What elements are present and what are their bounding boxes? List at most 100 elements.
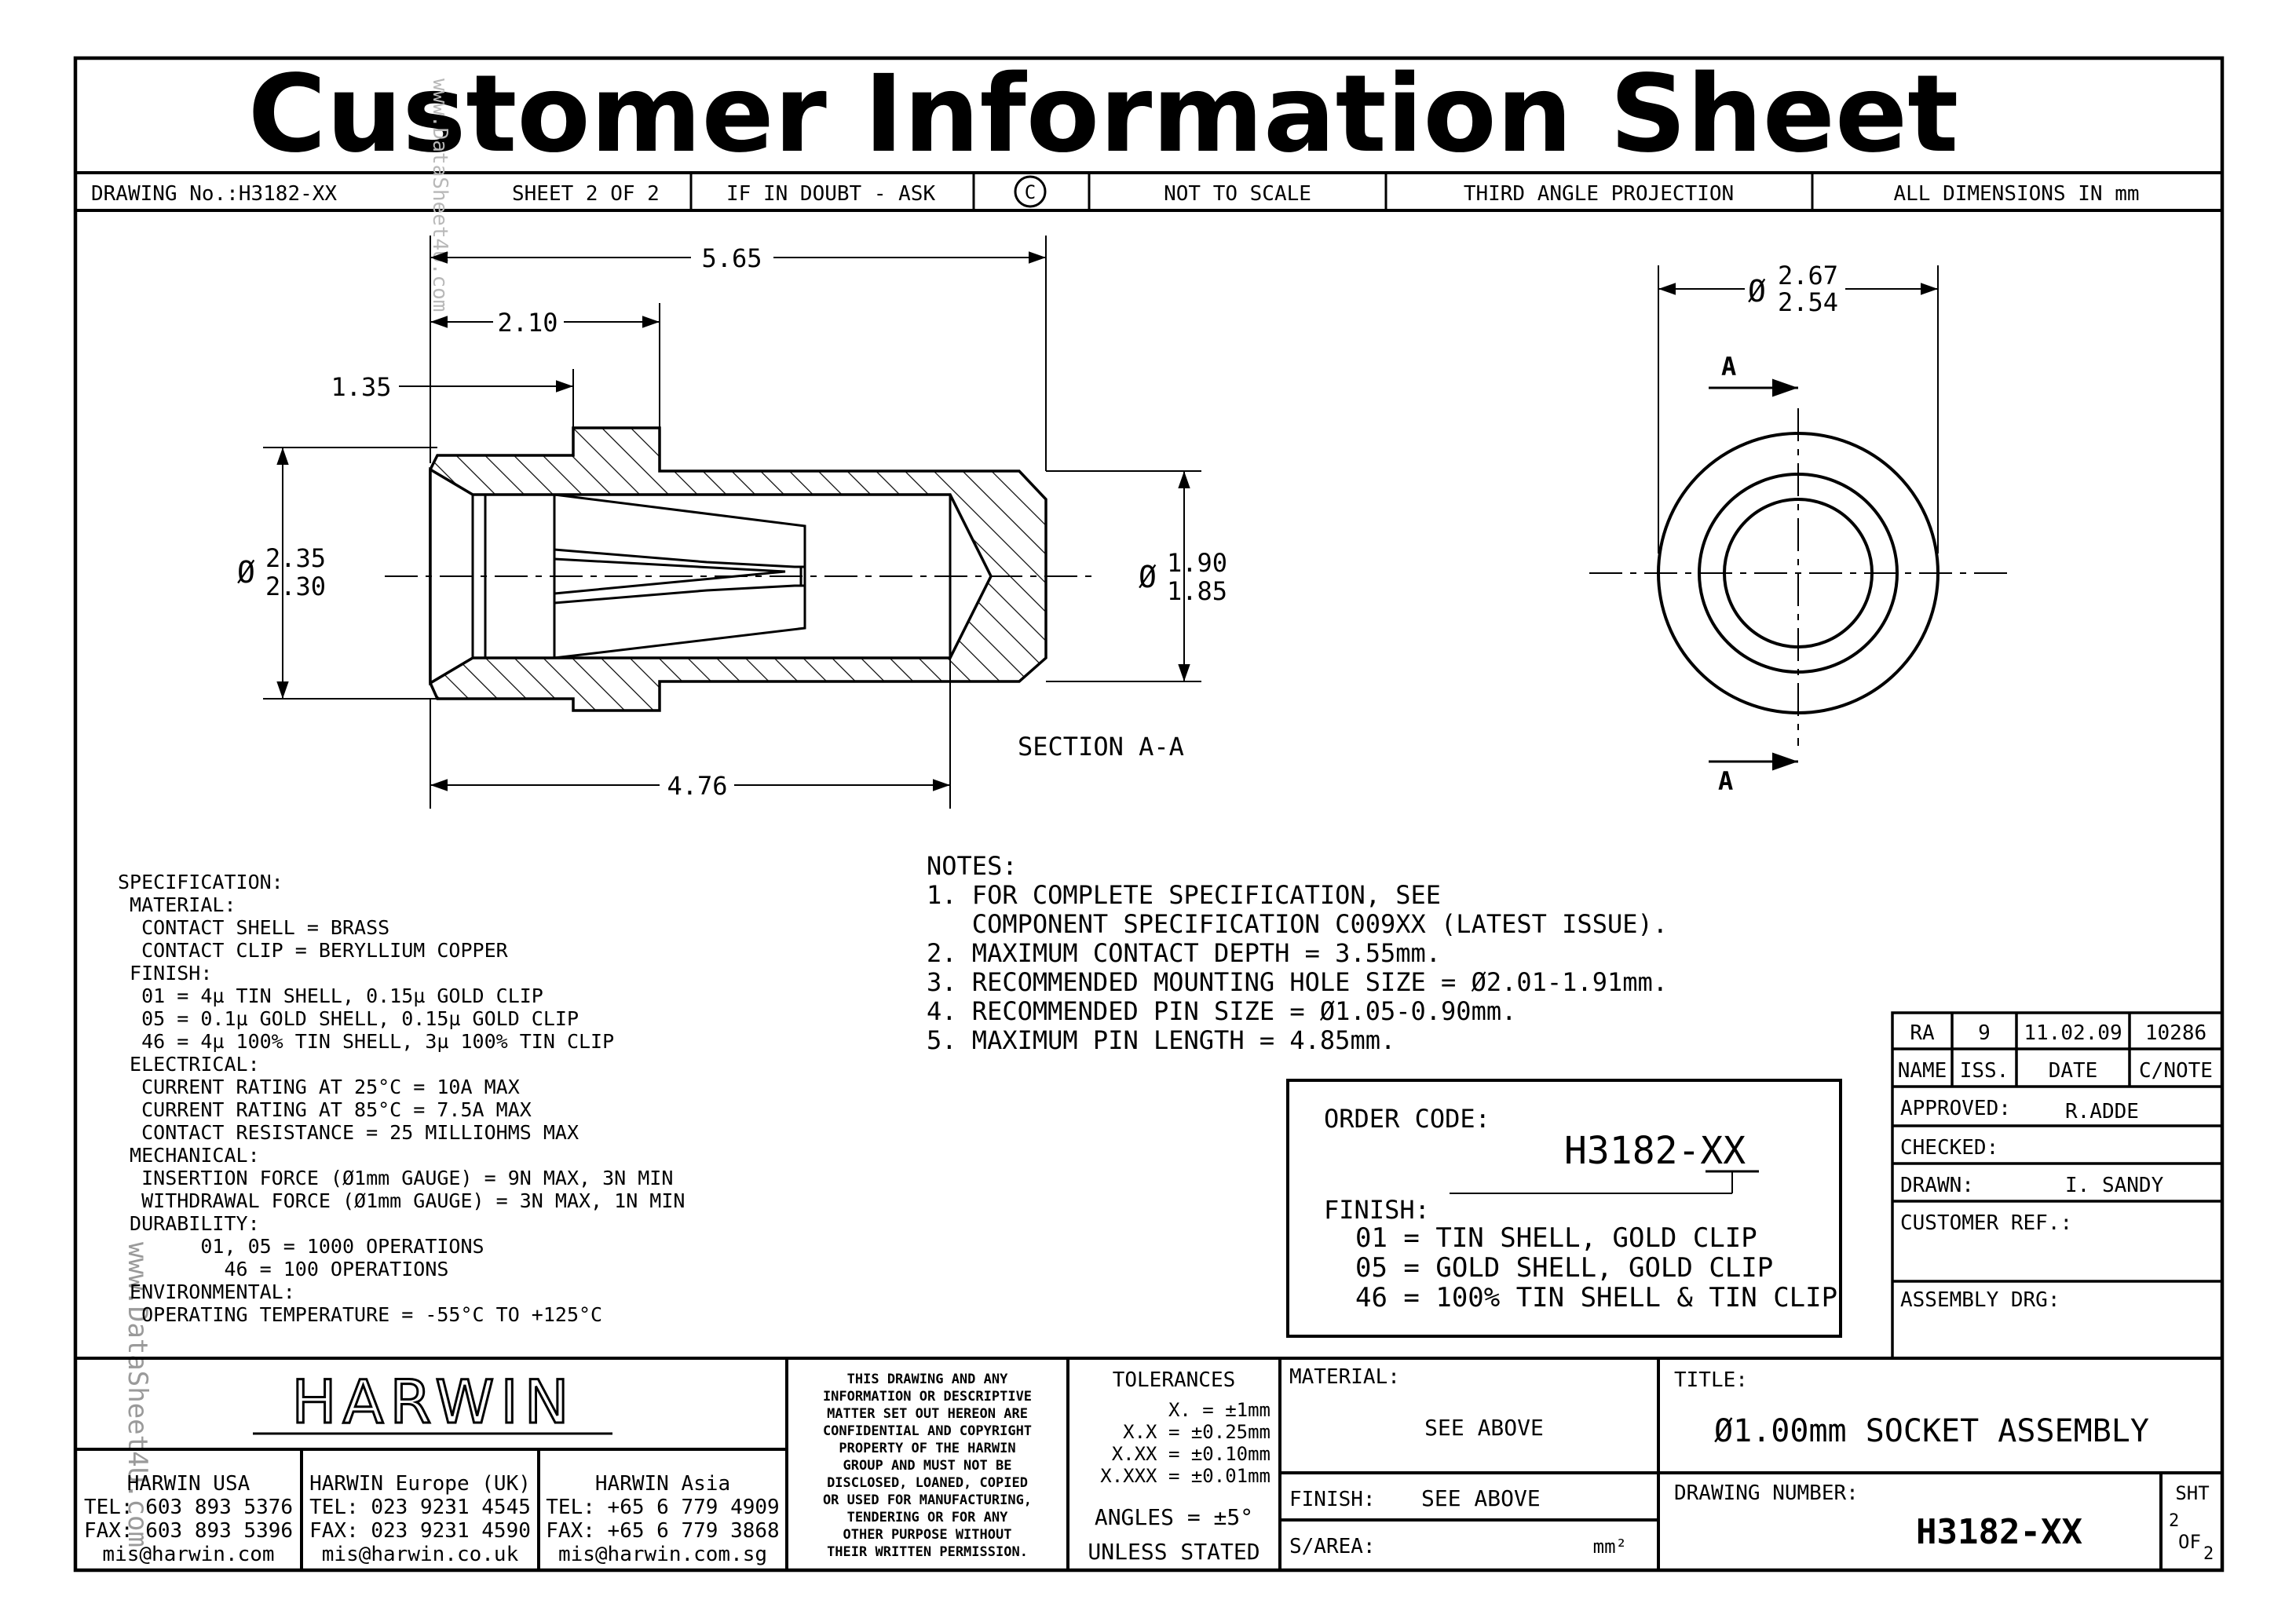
drawing-number-value: H3182-XX <box>1916 1512 2082 1552</box>
spec-line: 01 = 4µ TIN SHELL, 0.15µ GOLD CLIP <box>118 985 543 1007</box>
spec-line: DURABILITY: <box>118 1212 260 1235</box>
spec-line: MATERIAL: <box>118 893 236 916</box>
watermark-top: www.DataSheet4U.com <box>428 79 452 312</box>
office-fax: FAX: 603 893 5396 <box>84 1519 293 1543</box>
office-fax: FAX: 023 9231 4590 <box>309 1519 531 1543</box>
section-label: SECTION A-A <box>1018 732 1184 762</box>
confidential-line: PROPERTY OF THE HARWIN <box>839 1441 1015 1456</box>
note-line: NOTES: <box>927 851 1018 881</box>
dim-dia-right-top: 1.90 <box>1167 548 1227 578</box>
finish-value: SEE ABOVE <box>1421 1485 1541 1511</box>
dimension-dia-left <box>263 447 437 700</box>
drawn-value: I. SANDY <box>2065 1174 2164 1197</box>
note-line: 3. RECOMMENDED MOUNTING HOLE SIZE = Ø2.0… <box>927 967 1668 997</box>
rev-hdr-iss: ISS. <box>1960 1059 2009 1083</box>
dim-overall-label: 5.65 <box>701 243 762 273</box>
office-email: mis@harwin.com.sg <box>558 1543 767 1566</box>
note-line: 4. RECOMMENDED PIN SIZE = Ø1.05-0.90mm. <box>927 996 1516 1026</box>
tolerance-line: X.XX = ±0.10mm <box>1112 1443 1270 1465</box>
dim-1-35-label: 1.35 <box>331 372 391 402</box>
dimension-2-10 <box>430 303 660 428</box>
rev-hdr-date: DATE <box>2049 1059 2098 1083</box>
rev-date: 11.02.09 <box>2024 1021 2122 1045</box>
tolerance-line: X.XXX = ±0.01mm <box>1100 1465 1270 1487</box>
confidential-line: CONFIDENTIAL AND COPYRIGHT <box>823 1423 1032 1439</box>
confidential-line: INFORMATION OR DESCRIPTIVE <box>823 1389 1032 1405</box>
dim-dia-left-top: 2.35 <box>265 543 326 573</box>
not-to-scale-note: NOT TO SCALE <box>1164 182 1311 206</box>
approved-value: R.ADDE <box>2065 1100 2139 1123</box>
office-tel: TEL: 023 9231 4545 <box>309 1496 531 1519</box>
note-line: COMPONENT SPECIFICATION C009XX (LATEST I… <box>927 909 1668 939</box>
rev-hdr-cnote: C/NOTE <box>2139 1059 2213 1083</box>
sheet-number: SHEET 2 OF 2 <box>512 182 660 206</box>
office-name: HARWIN USA <box>127 1472 250 1496</box>
order-code-box: ORDER CODE: H3182-XX FINISH: 01 = TIN SH… <box>1286 1079 1842 1338</box>
order-code-label: ORDER CODE: <box>1324 1104 1490 1134</box>
dim-dia-end-symbol: Ø <box>1748 274 1766 309</box>
office-name: HARWIN Europe (UK) <box>309 1472 531 1496</box>
note-line: 5. MAXIMUM PIN LENGTH = 4.85mm. <box>927 1025 1395 1055</box>
confidential-line: MATTER SET OUT HEREON ARE <box>827 1406 1028 1422</box>
spec-line: CONTACT SHELL = BRASS <box>118 916 389 939</box>
spec-line: CONTACT RESISTANCE = 25 MILLIOHMS MAX <box>118 1121 579 1144</box>
rev-name: RA <box>1910 1021 1935 1045</box>
dimension-dia-end <box>1658 265 1939 553</box>
confidential-line: THIS DRAWING AND ANY <box>847 1372 1008 1387</box>
rev-cnote: 10286 <box>2145 1021 2206 1045</box>
section-marker-bottom: A <box>1718 766 1733 796</box>
dimension-4-76 <box>430 658 951 809</box>
sarea-unit: mm² <box>1593 1536 1627 1558</box>
confidential-line: OR USED FOR MANUFACTURING, <box>823 1492 1032 1508</box>
watermark-side: www.DataSheet4U.com <box>122 1242 153 1547</box>
assembly-drg-label: ASSEMBLY DRG: <box>1900 1288 2060 1312</box>
copyright-icon <box>1014 175 1047 208</box>
drawing-number-header: DRAWING No.:H3182-XX <box>91 182 337 206</box>
finish-label: FINISH: <box>1289 1488 1376 1511</box>
spec-line: MECHANICAL: <box>118 1144 260 1167</box>
material-label: MATERIAL: <box>1289 1365 1400 1389</box>
spec-line: 01, 05 = 1000 OPERATIONS <box>118 1235 484 1258</box>
spec-line: ELECTRICAL: <box>118 1053 260 1076</box>
if-in-doubt-note: IF IN DOUBT - ASK <box>726 182 935 206</box>
office-tel: TEL: 603 893 5376 <box>84 1496 293 1519</box>
order-finish-label: FINISH: <box>1324 1195 1430 1225</box>
order-code-value: H3182-XX <box>1564 1129 1746 1173</box>
material-value: SEE ABOVE <box>1424 1415 1544 1441</box>
dim-dia-end-bottom: 2.54 <box>1778 287 1838 317</box>
confidential-line: DISCLOSED, LOANED, COPIED <box>827 1475 1028 1491</box>
office-tel: TEL: +65 6 779 4909 <box>546 1496 779 1519</box>
spec-line: INSERTION FORCE (Ø1mm GAUGE) = 9N MAX, 3… <box>118 1167 673 1189</box>
spec-line: FINISH: <box>118 962 212 985</box>
specification-block: SPECIFICATION: MATERIAL: CONTACT SHELL =… <box>118 871 685 1326</box>
dim-2-10-label: 2.10 <box>497 308 558 338</box>
end-view: Ø 2.67 2.54 A A <box>1589 261 2010 796</box>
title-value: Ø1.00mm SOCKET ASSEMBLY <box>1714 1413 2149 1449</box>
office-fax: FAX: +65 6 779 3868 <box>546 1519 779 1543</box>
spec-line: CURRENT RATING AT 85°C = 7.5A MAX <box>118 1098 532 1121</box>
dimensions-note: ALL DIMENSIONS IN mm <box>1893 182 2139 206</box>
dim-dia-left-bottom: 2.30 <box>265 572 326 601</box>
copyright-letter: C <box>1025 181 1036 203</box>
section-view: 5.65 2.10 1.35 Ø 2.35 2.30 Ø <box>237 236 1227 809</box>
spec-line: 05 = 0.1µ GOLD SHELL, 0.15µ GOLD CLIP <box>118 1007 579 1030</box>
tolerance-line: X. = ±1mm <box>1168 1399 1270 1421</box>
tolerances-label: TOLERANCES <box>1113 1368 1236 1392</box>
tolerance-line: X.X = ±0.25mm <box>1123 1421 1270 1443</box>
dimension-1-35 <box>399 369 574 428</box>
dim-4-76-label: 4.76 <box>667 771 727 801</box>
spec-line: CURRENT RATING AT 25°C = 10A MAX <box>118 1076 520 1098</box>
sarea-label: S/AREA: <box>1289 1535 1376 1558</box>
customer-ref-label: CUSTOMER REF.: <box>1900 1211 2072 1235</box>
order-finish-option: 05 = GOLD SHELL, GOLD CLIP <box>1355 1252 1773 1284</box>
sht-label: SHT <box>2175 1482 2209 1504</box>
section-marker-top: A <box>1721 352 1736 382</box>
revision-block: RA 9 11.02.09 10286 NAME ISS. DATE C/NOT… <box>1891 1011 2224 1360</box>
title-label: TITLE: <box>1674 1368 1748 1392</box>
dim-dia-right-symbol: Ø <box>1139 560 1157 594</box>
dim-dia-end-top: 2.67 <box>1778 261 1838 290</box>
dimension-dia-right <box>1046 470 1201 682</box>
confidential-line: GROUP AND MUST NOT BE <box>843 1458 1012 1474</box>
order-finish-option: 01 = TIN SHELL, GOLD CLIP <box>1355 1222 1757 1254</box>
office-email: mis@harwin.com <box>102 1543 274 1566</box>
